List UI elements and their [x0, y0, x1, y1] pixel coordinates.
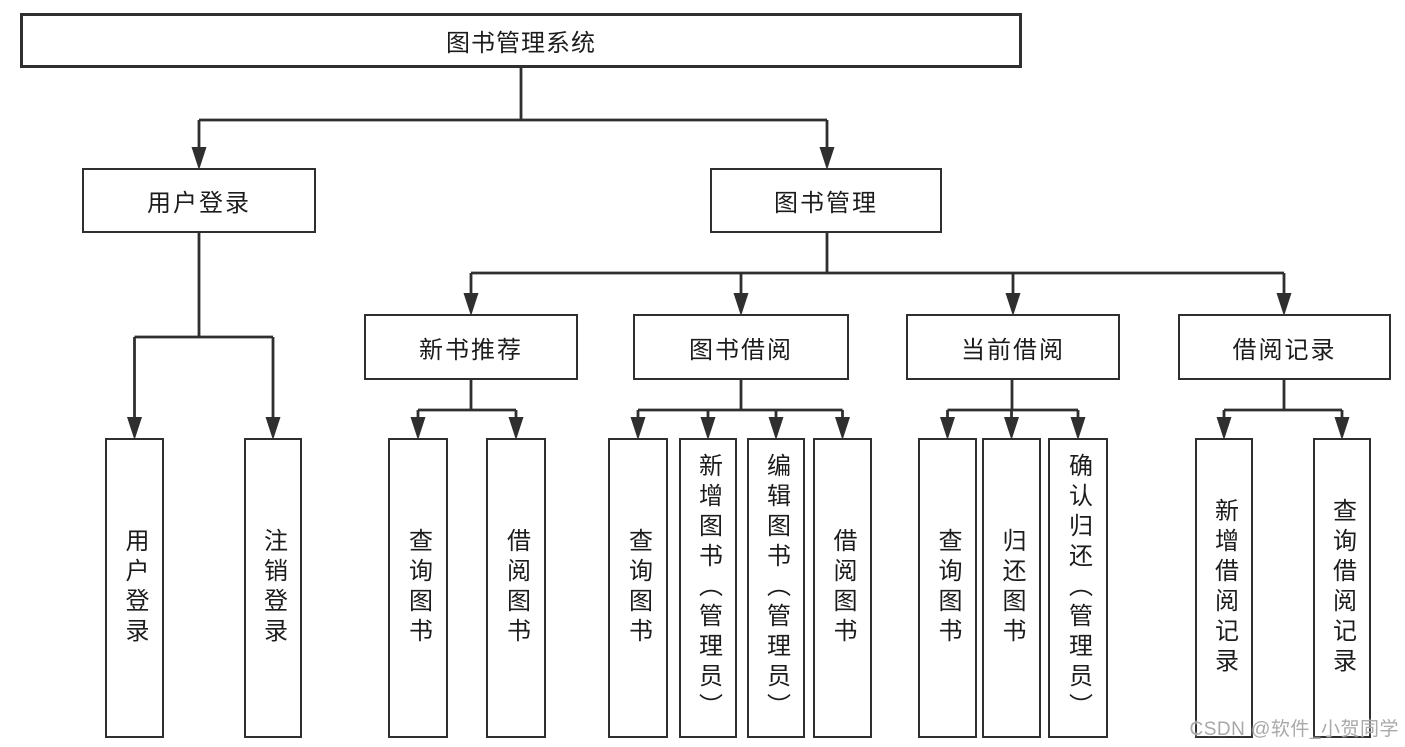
- node-library-management-system: 图书管理系统: [20, 13, 1022, 68]
- node-current-borrowing: 当前借阅: [906, 314, 1120, 380]
- node-label: 查询图书: [934, 528, 961, 648]
- node-return-book: 归还图书: [982, 438, 1041, 738]
- node-label: 新增图书（管理员）: [694, 453, 722, 723]
- node-label: 用户登录: [121, 528, 148, 648]
- node-label: 新书推荐: [419, 336, 523, 364]
- node-label: 当前借阅: [961, 336, 1065, 364]
- node-label: 图书借阅: [689, 336, 793, 364]
- node-borrowing-records: 借阅记录: [1178, 314, 1391, 380]
- node-query-books-borrowing: 查询图书: [608, 438, 668, 738]
- node-edit-book-admin: 编辑图书（管理员）: [747, 438, 805, 738]
- node-label: 查询借阅记录: [1328, 498, 1356, 678]
- node-add-borrow-record: 新增借阅记录: [1195, 438, 1253, 738]
- node-label: 查询图书: [404, 528, 432, 648]
- node-label: 归还图书: [998, 528, 1025, 648]
- node-label: 确认归还（管理员）: [1064, 453, 1092, 723]
- node-user-login-leaf: 用户登录: [105, 438, 164, 738]
- watermark: CSDN @软件_小贺同学: [1189, 719, 1399, 740]
- node-confirm-return-admin: 确认归还（管理员）: [1048, 438, 1108, 738]
- node-borrow-books: 借阅图书: [813, 438, 872, 738]
- node-new-book-recommendation: 新书推荐: [364, 314, 578, 380]
- node-query-books-recommend: 查询图书: [388, 438, 448, 738]
- node-label: 图书管理: [774, 190, 878, 217]
- node-label: 注销登录: [259, 528, 287, 648]
- node-logout: 注销登录: [244, 438, 302, 738]
- node-label: 图书管理系统: [446, 30, 596, 57]
- node-label: 借阅图书: [829, 528, 856, 648]
- node-book-management: 图书管理: [710, 168, 942, 233]
- node-label: 新增借阅记录: [1210, 498, 1238, 678]
- node-label: 借阅记录: [1232, 336, 1337, 364]
- node-user-login-branch: 用户登录: [82, 168, 316, 233]
- node-borrow-books-recommend: 借阅图书: [486, 438, 546, 738]
- node-query-borrow-record: 查询借阅记录: [1313, 438, 1371, 738]
- node-label: 查询图书: [624, 528, 652, 648]
- node-query-books-current: 查询图书: [918, 438, 977, 738]
- node-add-book-admin: 新增图书（管理员）: [679, 438, 737, 738]
- node-label: 用户登录: [147, 190, 251, 217]
- node-book-borrowing: 图书借阅: [633, 314, 849, 380]
- node-label: 借阅图书: [502, 528, 530, 648]
- node-label: 编辑图书（管理员）: [762, 453, 790, 723]
